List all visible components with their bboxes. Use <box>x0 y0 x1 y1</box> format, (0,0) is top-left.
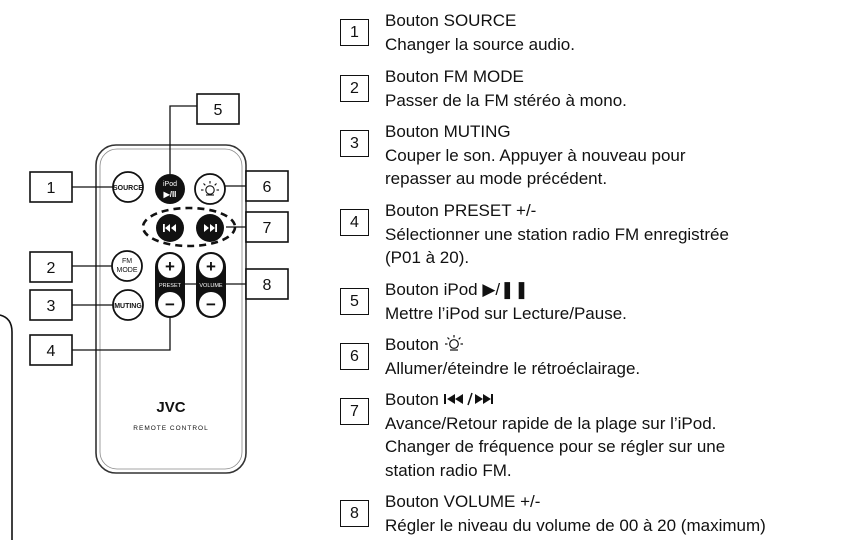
callout-1-box <box>29 171 73 203</box>
preset-plus-button[interactable] <box>158 254 182 278</box>
legend-desc-5-line-1: Mettre l’iPod sur Lecture/Pause. <box>385 303 627 323</box>
callout-8-box <box>245 268 289 300</box>
legend-desc-1-line-1: Changer la source audio. <box>385 34 575 54</box>
legend-number-1: 1 <box>340 19 369 46</box>
legend-desc-4-line-2: (P01 à 20). <box>385 248 470 267</box>
legend-title-5: Bouton iPod ▶/❚❚ <box>385 280 529 299</box>
skip-back-forward-icon <box>443 392 493 406</box>
callout-3: 3 <box>47 298 56 315</box>
backlight-button[interactable] <box>194 173 226 205</box>
edge-frame <box>0 314 13 540</box>
remote-subtitle: REMOTE CONTROL <box>133 425 208 432</box>
muting-button[interactable] <box>112 289 144 321</box>
legend-desc-7-line-2: Changer de fréquence pour se régler sur … <box>385 437 726 456</box>
callout-5-box <box>196 93 240 125</box>
legend-number-6: 6 <box>340 343 369 370</box>
volume-plus-label: + <box>206 257 216 276</box>
preset-minus-button[interactable] <box>158 292 182 316</box>
ipod-play-pause-button[interactable] <box>155 174 185 204</box>
callout-7: 7 <box>263 220 272 237</box>
legend-number-8: 8 <box>340 500 369 527</box>
fm-mode-button[interactable] <box>111 250 143 282</box>
callout-1: 1 <box>47 180 56 197</box>
skip-highlight <box>141 206 237 248</box>
brand-logo: JVC <box>156 399 185 416</box>
preset-label: PRESET <box>159 283 182 289</box>
legend-title-6: Bouton <box>385 335 439 354</box>
fm-mode-top-label: FM <box>122 258 132 265</box>
legend-desc-7-line-3: station radio FM. <box>385 460 512 480</box>
legend-number-5: 5 <box>340 288 369 315</box>
preset-plus-label: + <box>165 257 175 276</box>
legend-number-3: 3 <box>340 130 369 157</box>
sun-icon <box>201 181 219 196</box>
callout-4-box <box>29 334 73 366</box>
legend-desc-6-line-1: Allumer/éteindre le rétroéclairage. <box>385 358 641 378</box>
muting-button-label: MUTING <box>114 303 142 310</box>
skip-back-icon <box>163 224 176 232</box>
callout-3-box <box>29 289 73 321</box>
remote-inner-edge <box>99 148 243 470</box>
callout-7-box <box>245 211 289 243</box>
legend-title-4: Bouton PRESET +/- <box>385 201 537 220</box>
legend-desc-4-line-1: Sélectionner une station radio FM enregi… <box>385 224 729 244</box>
ipod-button-top-label: iPod <box>163 181 177 188</box>
legend-number-2: 2 <box>340 75 369 102</box>
legend-title-1: Bouton SOURCE <box>385 11 517 30</box>
volume-minus-button[interactable] <box>199 292 223 316</box>
legend-title-8: Bouton VOLUME +/- <box>385 492 541 511</box>
callout-2: 2 <box>47 260 56 277</box>
volume-minus-label: − <box>206 295 216 314</box>
skip-forward-icon <box>204 224 217 232</box>
preset-minus-label: − <box>165 295 175 314</box>
legend-desc-3-line-1: Couper le son. Appuyer à nouveau pour <box>385 145 686 165</box>
source-button-label: SOURCE <box>113 185 143 192</box>
legend-title-2: Bouton FM MODE <box>385 67 524 86</box>
play-pause-icon: ▶/II <box>163 190 177 199</box>
callout-8: 8 <box>263 277 272 294</box>
callout-5: 5 <box>214 102 223 119</box>
legend-desc-7-line-1: Avance/Retour rapide de la plage sur l’i… <box>385 413 717 433</box>
legend-number-4: 4 <box>340 209 369 236</box>
legend-title-3: Bouton MUTING <box>385 122 511 141</box>
legend-desc-8-line-1: Régler le niveau du volume de 00 à 20 (m… <box>385 515 766 535</box>
callout-6: 6 <box>263 179 272 196</box>
legend-title-7: Bouton <box>385 390 439 409</box>
fm-mode-bottom-label: MODE <box>117 267 138 274</box>
volume-plus-button[interactable] <box>199 254 223 278</box>
callout-4: 4 <box>47 343 56 360</box>
callout-6-box <box>245 170 289 202</box>
legend-number-7: 7 <box>340 398 369 425</box>
legend-desc-2-line-1: Passer de la FM stéréo à mono. <box>385 90 627 110</box>
remote-diagram: 1 2 3 4 5 6 7 8 SOURCE iPod ▶/II <box>0 93 289 540</box>
source-button[interactable] <box>112 171 144 203</box>
sun-icon <box>444 335 463 351</box>
volume-label: VOLUME <box>199 283 223 289</box>
legend-desc-3-line-2: repasser au mode précédent. <box>385 169 608 188</box>
callout-2-box <box>29 251 73 283</box>
